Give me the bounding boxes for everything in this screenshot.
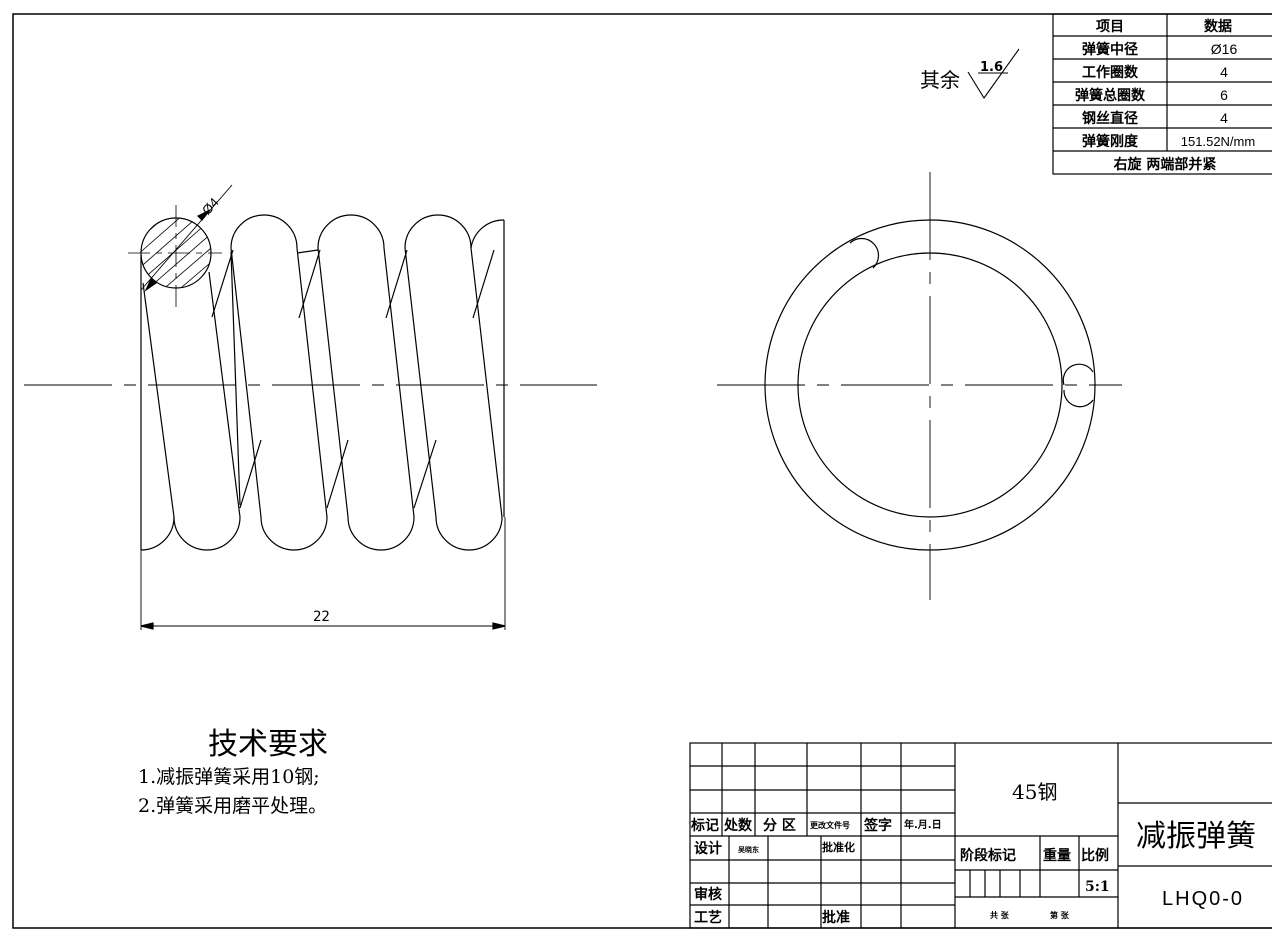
end-view xyxy=(717,172,1122,600)
process-label: 工艺 xyxy=(694,909,722,926)
param-header-item: 项目 xyxy=(1096,19,1124,35)
param-row-2-value: 4 xyxy=(1220,64,1228,80)
review-label: 审核 xyxy=(694,886,722,903)
tech-requirements: 技术要求 1.减振弹簧采用10钢; 2.弹簧采用磨平处理。 xyxy=(138,727,328,817)
rev-header-sign: 签字 xyxy=(863,817,892,834)
param-row-1-value: Ø16 xyxy=(1211,41,1238,57)
sheet-border xyxy=(12,13,1272,929)
sheet-number: 第 张 xyxy=(1050,910,1070,920)
tech-requirement-1: 1.减振弹簧采用10钢; xyxy=(138,766,320,788)
inner-ring xyxy=(797,252,1063,518)
roughness-value: 1.6 xyxy=(980,60,1003,75)
design-label: 设计 xyxy=(694,840,722,857)
tech-requirement-2: 2.弹簧采用磨平处理。 xyxy=(138,795,327,817)
stage-label: 阶段标记 xyxy=(960,847,1016,864)
rev-header-mark: 标记 xyxy=(690,817,719,834)
rev-header-date: 年.月.日 xyxy=(904,818,942,831)
param-footer: 右旋 两端部并紧 xyxy=(1113,156,1217,173)
finish-note-prefix: 其余 xyxy=(920,68,960,92)
approve-label: 批准 xyxy=(822,909,850,926)
param-row-4-item: 钢丝直径 xyxy=(1082,110,1138,127)
part-name: 减振弹簧 xyxy=(1136,819,1256,854)
param-row-1-item: 弹簧中径 xyxy=(1082,41,1138,58)
length-dimension: 22 xyxy=(313,609,330,625)
drawing-number: LHQ0-0 xyxy=(1162,888,1244,910)
param-row-5-value: 151.52N/mm xyxy=(1181,134,1255,149)
standard-label: 批准化 xyxy=(822,840,855,854)
param-row-5-item: 弹簧刚度 xyxy=(1082,133,1139,150)
front-view xyxy=(24,184,597,630)
scale-label: 比例 xyxy=(1081,847,1109,864)
param-header-value: 数据 xyxy=(1204,18,1232,35)
weight-label: 重量 xyxy=(1043,847,1071,864)
title-block xyxy=(689,742,1272,929)
param-row-4-value: 4 xyxy=(1220,110,1228,126)
outer-ring xyxy=(764,219,1096,551)
material: 45钢 xyxy=(1012,780,1057,804)
rev-header-zone: 分 区 xyxy=(763,818,796,834)
designer-name: 吴晓东 xyxy=(738,845,759,854)
sheets-total: 共 张 xyxy=(990,910,1010,920)
roughness-note: 其余 1.6 xyxy=(920,48,1020,99)
rev-header-count: 处数 xyxy=(723,817,753,834)
param-row-3-value: 6 xyxy=(1220,87,1228,103)
tech-requirements-title: 技术要求 xyxy=(208,727,328,762)
rev-header-doc: 更改文件号 xyxy=(810,820,850,830)
scale-value: 5:1 xyxy=(1085,879,1110,895)
param-row-3-item: 弹簧总圈数 xyxy=(1075,87,1146,104)
param-table xyxy=(1052,13,1272,175)
param-row-2-item: 工作圈数 xyxy=(1082,64,1139,81)
